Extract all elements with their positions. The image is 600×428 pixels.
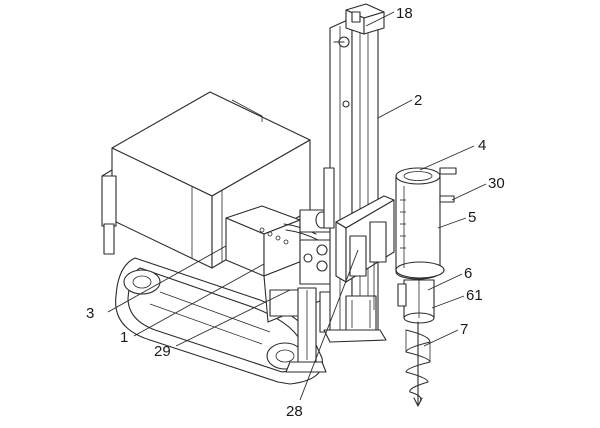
auger-bit: [405, 321, 431, 407]
callout-29: 29: [154, 343, 171, 360]
callout-6: 6: [464, 265, 472, 282]
power-box: [101, 91, 311, 269]
leader-lines: [107, 11, 487, 401]
carriage: [335, 195, 395, 310]
callout-5: 5: [468, 209, 476, 226]
callout-30: 30: [488, 175, 505, 192]
callout-4: 4: [478, 137, 486, 154]
drill-rod: [397, 279, 435, 324]
callout-28: 28: [286, 403, 303, 420]
auger-cylinder: [395, 167, 457, 280]
callout-18: 18: [396, 5, 413, 22]
callout-labels: 18 2 4 30 5 6 61 7 3 1 29 28: [86, 5, 505, 420]
mast: [323, 3, 387, 343]
callout-1: 1: [120, 329, 128, 346]
callout-3: 3: [86, 305, 94, 322]
callout-2: 2: [414, 92, 422, 109]
callout-61: 61: [466, 287, 483, 304]
callout-7: 7: [460, 321, 468, 338]
